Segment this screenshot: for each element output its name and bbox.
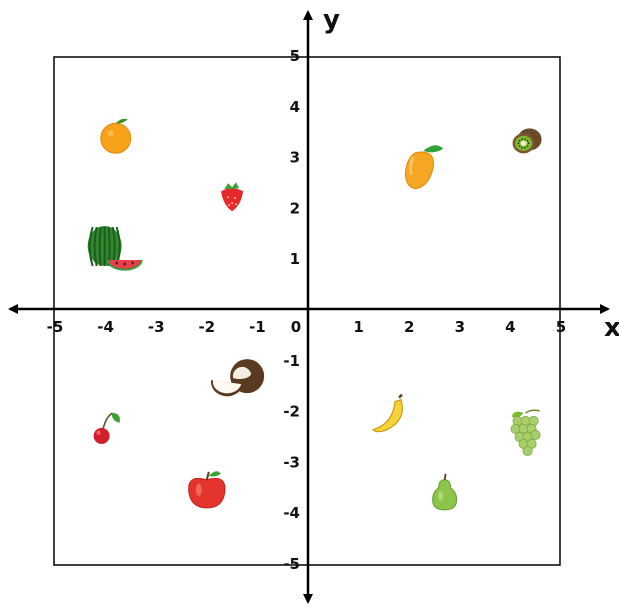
y-tick-label: -4 (283, 504, 300, 522)
x-tick-label: -1 (249, 318, 266, 336)
coconut-icon (210, 359, 265, 397)
mango-icon (404, 145, 444, 190)
x-tick-label: 3 (455, 318, 465, 336)
y-tick-label: -3 (283, 453, 300, 471)
y-tick-label: -1 (283, 352, 300, 370)
y-tick-label: 1 (290, 250, 300, 268)
x-tick-label: -4 (97, 318, 114, 336)
x-tick-label: 1 (353, 318, 363, 336)
apple-icon (188, 471, 226, 509)
y-tick-label: -5 (283, 555, 300, 573)
kiwi-icon (512, 128, 542, 154)
strawberry-icon (221, 182, 244, 212)
orange-icon (100, 118, 132, 154)
y-axis-label: y (323, 5, 340, 35)
x-tick-labels: -5 -4 -3 -2 -1 0 1 2 3 4 5 (47, 318, 567, 336)
x-axis-label: x (604, 313, 619, 343)
x-tick-label: 0 (291, 318, 301, 336)
x-tick-label: -3 (148, 318, 165, 336)
y-tick-labels: 1 2 3 4 5 -1 -2 -3 -4 -5 (283, 47, 300, 573)
y-tick-label: 5 (290, 47, 300, 65)
x-tick-label: 4 (505, 318, 515, 336)
y-tick-label: -2 (283, 403, 300, 421)
y-tick-label: 4 (290, 98, 300, 116)
y-tick-label: 2 (290, 199, 300, 217)
x-tick-label: 2 (404, 318, 414, 336)
x-tick-label: -2 (198, 318, 215, 336)
y-tick-label: 3 (290, 149, 300, 167)
watermelon-icon (87, 226, 143, 271)
x-tick-label: 5 (556, 318, 566, 336)
x-tick-label: -5 (47, 318, 64, 336)
fruit-markers (87, 118, 542, 511)
cherry-icon (93, 412, 120, 444)
pear-icon (432, 473, 458, 511)
grapes-icon (510, 409, 541, 456)
banana-icon (371, 393, 403, 433)
